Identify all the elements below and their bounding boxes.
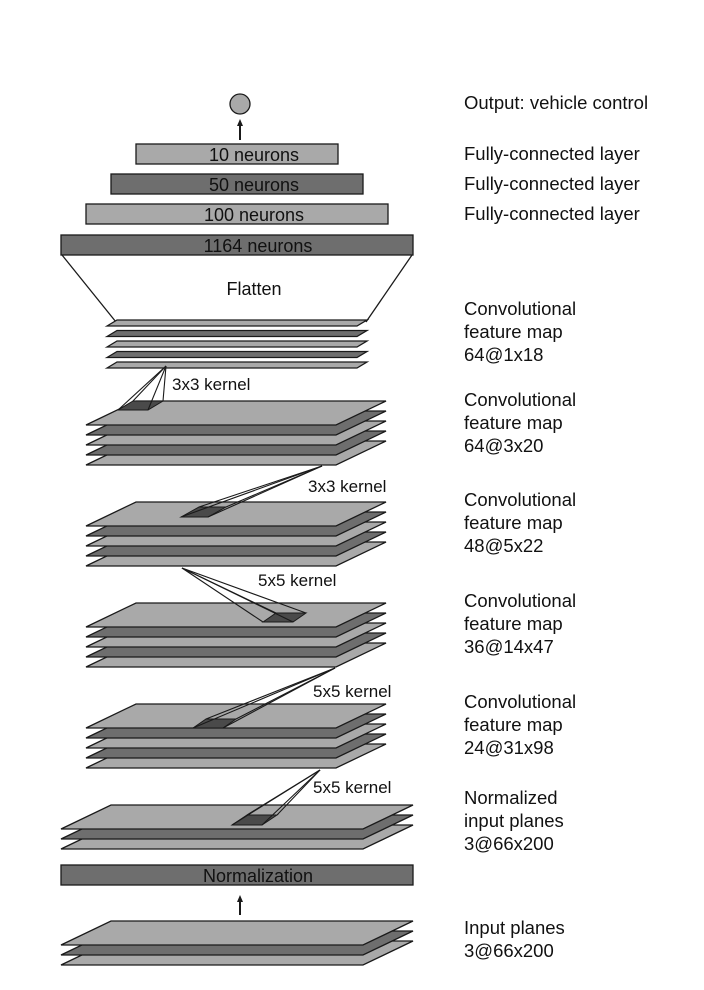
feature-map-stack-conv4	[85, 400, 387, 466]
kernel-ray	[162, 365, 167, 402]
fc-layer-50: 50 neurons	[110, 173, 364, 195]
feature-map-plane	[104, 319, 370, 327]
kernel-ray	[205, 667, 336, 720]
feature-map-stack-conv3	[85, 501, 387, 567]
kernel-projection-conv3	[181, 567, 308, 623]
kernel-ray	[198, 465, 323, 508]
kernel-label-conv1: 5x5 kernel	[313, 778, 391, 797]
label-fc-50: Fully-connected layer	[464, 173, 640, 194]
label-conv2: Convolutional feature map 36@14x47	[464, 590, 577, 657]
feature-map-plane	[104, 361, 370, 369]
feature-map-plane	[104, 340, 370, 348]
kernel-ray	[147, 365, 167, 411]
output-node	[229, 93, 251, 115]
kernel-label-conv2: 5x5 kernel	[313, 682, 391, 701]
feature-map-plane	[85, 602, 387, 628]
fc-layer-50-label: 50 neurons	[209, 175, 299, 195]
label-conv5: Convolutional feature map 64@1x18	[464, 298, 577, 365]
feature-map-plane	[85, 501, 387, 527]
kernel-ray	[222, 667, 336, 729]
feature-map-plane	[60, 804, 414, 830]
feature-map-plane	[104, 350, 370, 359]
label-conv3: Convolutional feature map 48@5x22	[464, 489, 577, 556]
feature-map-stack-conv1	[85, 703, 387, 769]
normalization-label: Normalization	[203, 866, 313, 886]
kernel-ray	[181, 567, 307, 614]
feature-map-stack-conv5	[104, 319, 370, 369]
fc-layer-10-label: 10 neurons	[209, 145, 299, 165]
output-arrow	[237, 119, 243, 140]
feature-map-stack-norm	[60, 804, 414, 850]
kernel-label-conv5: 3x3 kernel	[172, 375, 250, 394]
label-normalized-input: Normalized input planes 3@66x200	[464, 787, 564, 854]
label-fc-10: Fully-connected layer	[464, 143, 640, 164]
fc-layer-100: 100 neurons	[85, 203, 389, 225]
label-output: Output: vehicle control	[464, 92, 649, 113]
normalization-layer: Normalization	[60, 864, 414, 886]
kernel-ray	[192, 667, 336, 729]
kernel-projection-conv2	[191, 667, 336, 729]
label-input-planes: Input planes 3@66x200	[464, 917, 565, 961]
kernel-label-conv3: 5x5 kernel	[258, 571, 336, 590]
flatten-region: Flatten	[61, 254, 413, 323]
flatten-label: Flatten	[226, 279, 281, 299]
feature-map-plane	[104, 329, 370, 338]
kernel-ray	[180, 465, 323, 518]
feature-map-stack-input	[60, 920, 414, 966]
fc-layer-100-label: 100 neurons	[204, 205, 304, 225]
label-fc-100: Fully-connected layer	[464, 203, 640, 224]
label-conv4: Convolutional feature map 64@3x20	[464, 389, 577, 456]
fc-layer-1164: 1164 neurons	[60, 234, 414, 256]
kernel-projection-conv1	[230, 769, 321, 826]
kernel-ray	[181, 567, 264, 623]
kernel-ray	[117, 365, 167, 411]
feature-map-stack-conv2	[85, 602, 387, 668]
kernel-projection-conv5	[116, 365, 167, 411]
label-conv1: Convolutional feature map 24@31x98	[464, 691, 577, 758]
kernel-ray	[181, 567, 294, 623]
kernel-label-conv4: 3x3 kernel	[308, 477, 386, 496]
kernel-ray	[246, 769, 321, 816]
kernel-projection-conv4	[179, 465, 323, 518]
feature-map-plane	[85, 703, 387, 729]
kernel-ray	[261, 769, 321, 826]
fc-layer-10: 10 neurons	[135, 143, 339, 165]
kernel-ray	[207, 465, 323, 518]
feature-map-plane	[60, 920, 414, 946]
fc-layer-1164-label: 1164 neurons	[204, 236, 313, 256]
kernel-ray	[132, 365, 167, 402]
input-arrow	[237, 895, 243, 915]
